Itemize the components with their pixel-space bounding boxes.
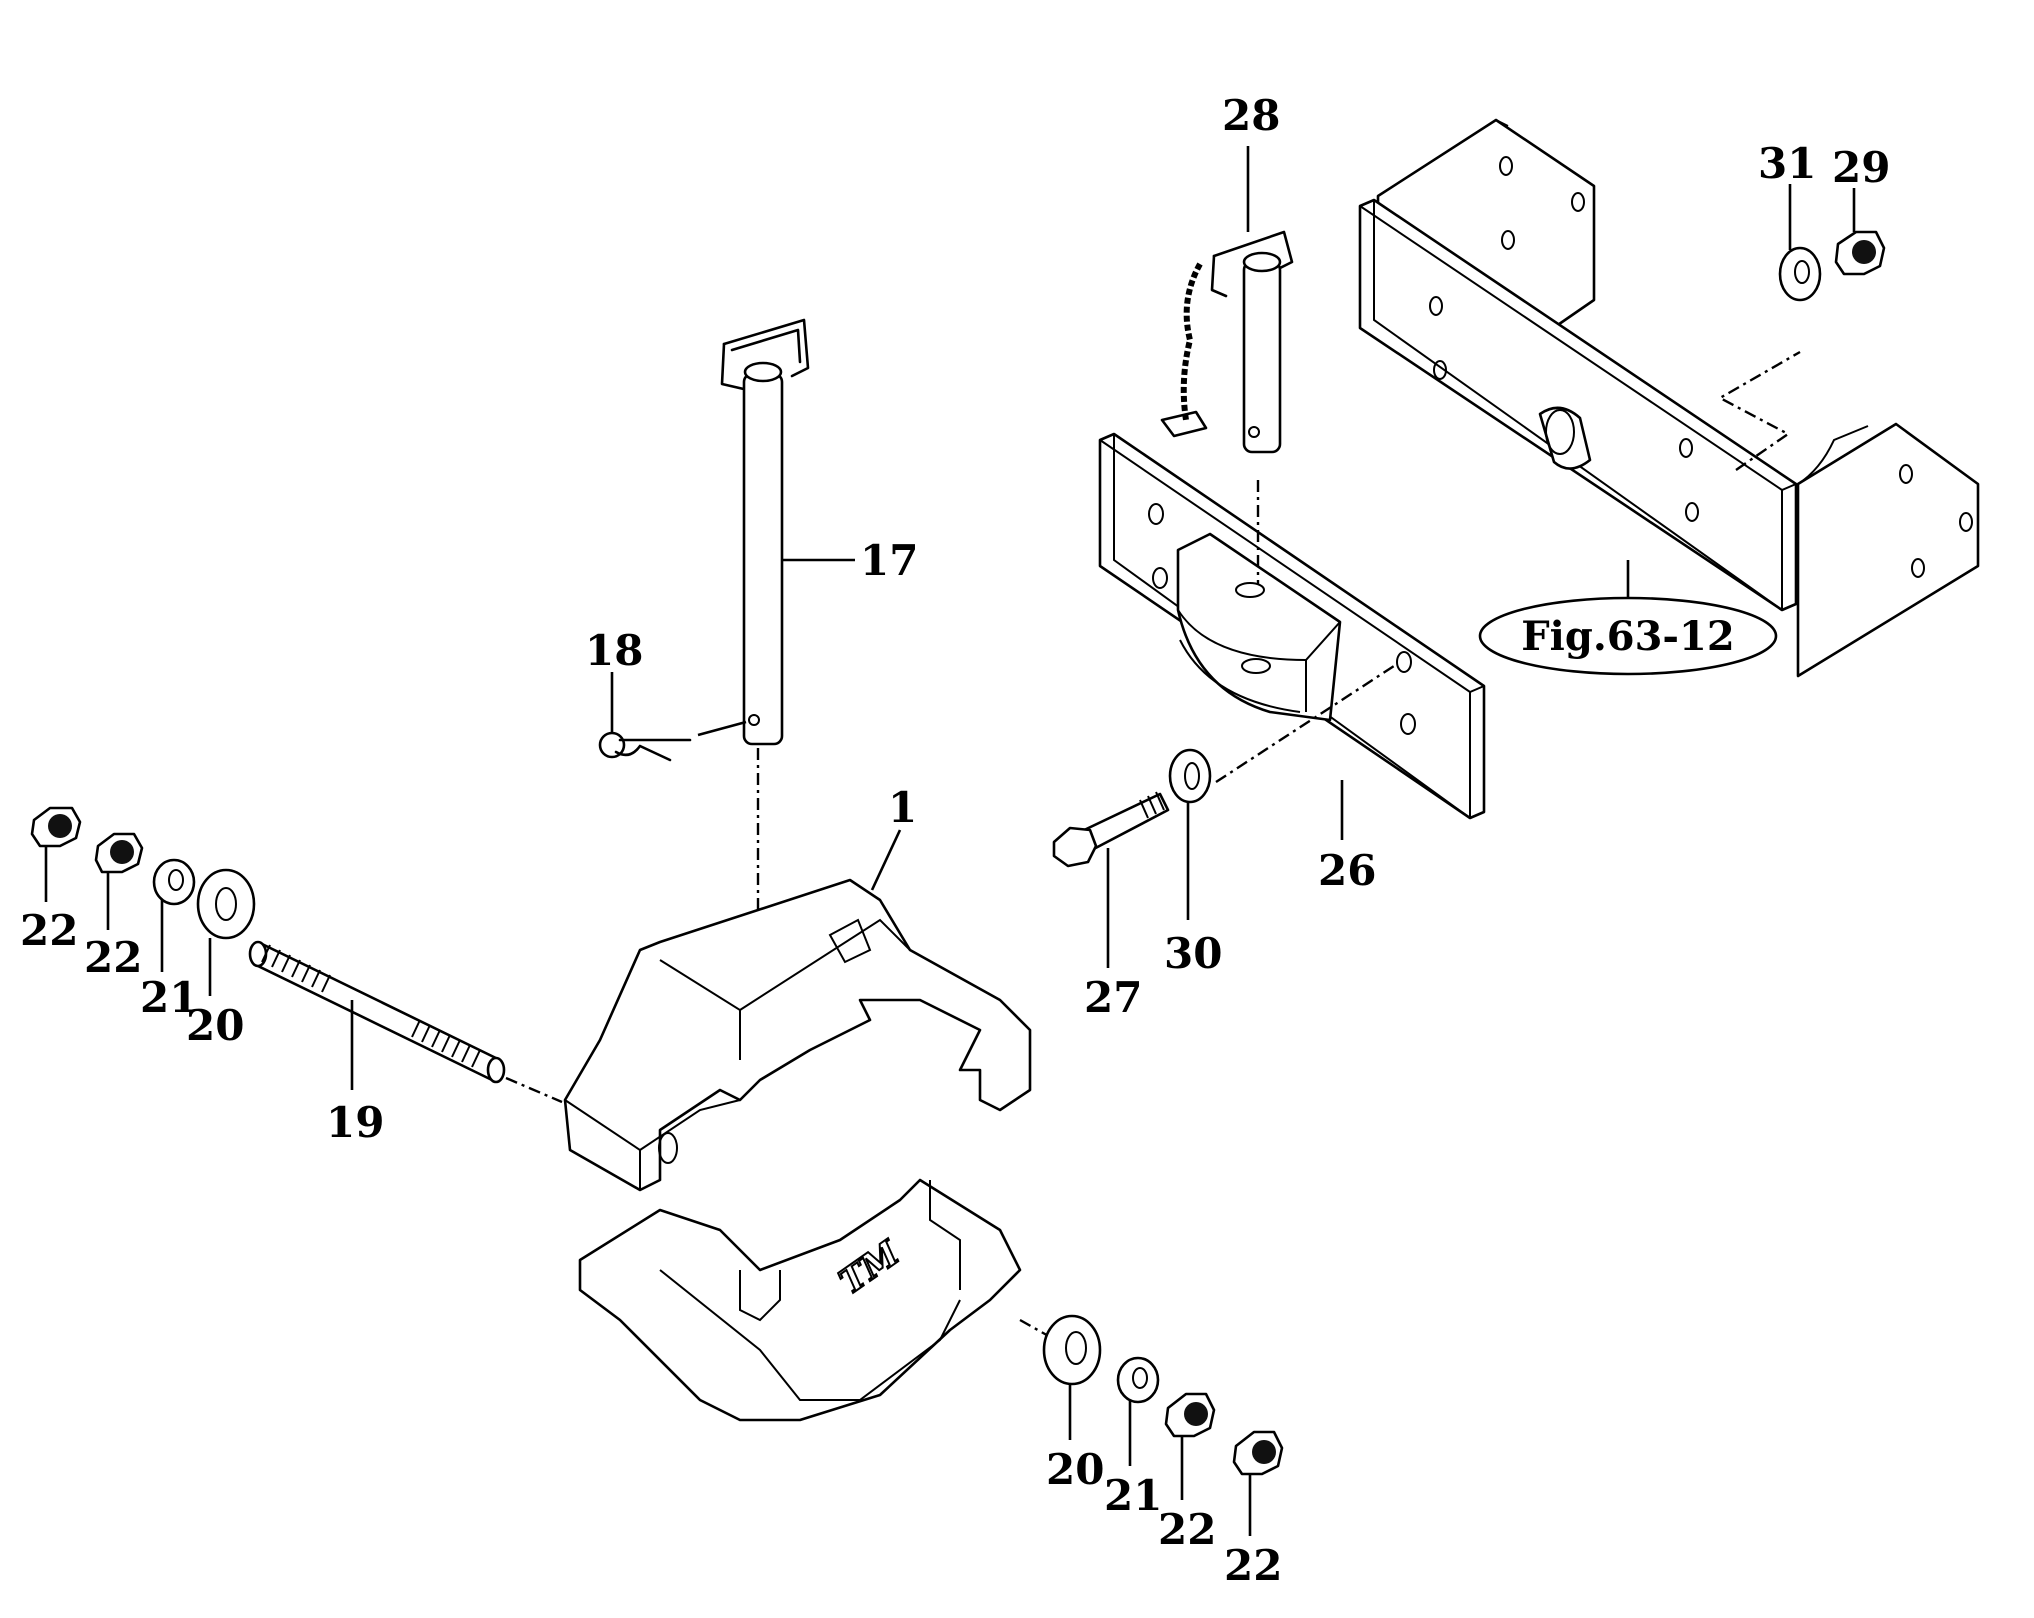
hitch-pin: [720, 318, 810, 746]
callout-26: 26: [1318, 846, 1376, 895]
hex-nut: [94, 832, 144, 930]
hex-nut: [1164, 1392, 1216, 1500]
callout-30: 30: [1164, 929, 1222, 978]
r-clip: [598, 672, 747, 762]
pin-with-chain: [1160, 230, 1294, 454]
callout-18: 18: [585, 626, 643, 675]
flat-washer: [1042, 1314, 1102, 1440]
callout-27: 27: [1084, 973, 1142, 1022]
mounting-plate: [1098, 432, 1486, 820]
threaded-stud: [248, 940, 563, 1104]
callout-20-b: 20: [1046, 1445, 1104, 1494]
hex-nut: [1834, 188, 1886, 276]
flat-washer: [1168, 748, 1212, 920]
callout-22-c: 22: [1158, 1505, 1216, 1554]
callout-28: 28: [1222, 91, 1280, 140]
spring-washer: [1778, 184, 1822, 302]
hex-nut: [30, 806, 82, 902]
callout-17: 17: [860, 536, 918, 585]
callout-leader: [870, 829, 902, 891]
callout-1: 1: [888, 783, 917, 832]
flat-washer: [196, 868, 256, 996]
spring-washer: [1116, 1356, 1160, 1466]
hitch-jaw-body: [563, 878, 1032, 1422]
callout-22-d: 22: [1224, 1541, 1282, 1590]
callout-20-a: 20: [186, 1001, 244, 1050]
callout-29: 29: [1832, 143, 1890, 192]
frame-bracket: [1358, 118, 1980, 678]
callout-19: 19: [326, 1098, 384, 1147]
callout-22-b: 22: [84, 933, 142, 982]
figure-reference-oval: [1478, 596, 1778, 676]
callout-22-a: 22: [20, 906, 78, 955]
hex-nut: [1232, 1430, 1284, 1536]
callout-21-b: 21: [1104, 1471, 1162, 1520]
spring-washer: [152, 858, 196, 972]
callout-31: 31: [1758, 139, 1816, 188]
callout-21-a: 21: [140, 973, 198, 1022]
figure-reference[interactable]: Fig.63-12: [1521, 613, 1734, 660]
hex-bolt: [1052, 791, 1170, 868]
